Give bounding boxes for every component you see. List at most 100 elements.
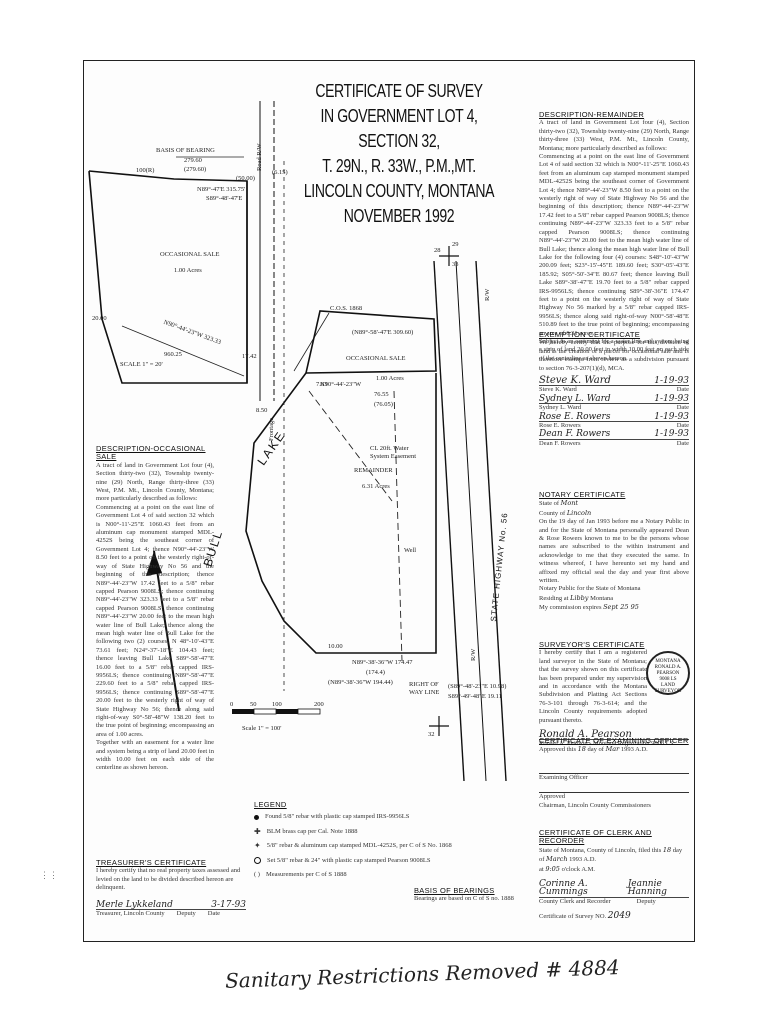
clerk-heading: CERTIFICATE OF CLERK AND RECORDER xyxy=(539,828,652,846)
dim-1000: 10.00 xyxy=(328,643,343,650)
basis-value: 279.60 xyxy=(184,157,202,164)
cos-label: C.O.S. 1868 xyxy=(330,305,363,312)
notary-expires-value: Sept 25 95 xyxy=(603,603,639,612)
examining-year: 1993 A.D. xyxy=(620,746,648,754)
clerk-day-of: day of xyxy=(539,846,683,864)
notary-residing-label: Residing at xyxy=(539,594,569,602)
scale-bar-200: 200 xyxy=(314,701,324,708)
clerk-month: March xyxy=(546,855,568,864)
examining-officer-label: Examining Officer xyxy=(539,773,588,781)
notary-state-label: State of xyxy=(539,500,560,508)
handwritten-note: Sanitary Restrictions Removed # 4884 xyxy=(225,955,620,993)
survey-drawing xyxy=(88,101,507,782)
scale-left: SCALE 1" = 20' xyxy=(120,361,163,368)
bearing-top-2: S89°-48'-47'E xyxy=(206,195,243,202)
date-label-1: Date xyxy=(676,386,689,394)
well-label: Well xyxy=(404,547,417,554)
cos-number: 2049 xyxy=(607,911,631,922)
examining-signature-line xyxy=(539,763,689,774)
handwritten-note-number: # 4884 xyxy=(545,955,620,982)
notary-line2: Notary Public for the State of Montana xyxy=(539,585,641,593)
examining-month: Mar xyxy=(605,745,620,754)
scale-bar-0: 0 xyxy=(230,701,234,708)
description-remainder-heading: DESCRIPTION-REMAINDER xyxy=(539,110,645,119)
right-of-way-label: RIGHT OF WAY LINE xyxy=(409,681,440,696)
bearing-bottom: N89°-38'-36"W 174.47 xyxy=(352,659,413,666)
notary-expires-label: My commission expires xyxy=(539,604,602,612)
description-occasional-p1: A tract of land in Government Lot four (… xyxy=(96,461,214,503)
clerk-signature-1: Corinne A. Cummings xyxy=(539,879,588,898)
examining-approved: Approved this xyxy=(539,746,577,754)
treasurer-certificate: TREASURER'S CERTIFICATE I hereby certify… xyxy=(96,858,246,918)
description-remainder-p1: A tract of land in Government Lot four (… xyxy=(539,119,689,152)
examining-officer-certificate: CERTIFICATE OF EXAMINING OFFICER Approve… xyxy=(539,736,689,810)
legend-item-1: Found 5/8" rebar with plastic cap stampe… xyxy=(265,813,410,821)
title-line-5: NOVEMBER 1992 xyxy=(343,206,455,226)
cl-easement: CL 20ft. Water System Easement xyxy=(370,445,417,460)
bearing-top: N89°-47'E 315.75' xyxy=(197,186,246,193)
exemption-certificate: EXEMPTION CERTIFICATE We hereby certify … xyxy=(539,330,689,448)
bearing-s89: (S89°-48'-23"E 10.98) xyxy=(448,683,507,690)
clerk-at: at xyxy=(539,865,544,873)
date-3: 1-19-93 xyxy=(654,411,689,422)
name-3: Rose E. Rowers xyxy=(539,422,581,430)
basis-of-bearings-text: Bearings are based on C of S no. 1888 xyxy=(414,895,514,903)
basis-value-paren: (279.60) xyxy=(184,166,207,173)
occasional-sale-2: OCCASIONAL SALE xyxy=(346,355,406,362)
date-label-3: Date xyxy=(676,422,689,430)
notary-county-value: Lincoln xyxy=(566,508,592,517)
scale-bar-50: 50 xyxy=(250,701,257,708)
examining-approved-2: Approved xyxy=(539,793,565,801)
clerk-day: 18 xyxy=(662,845,672,854)
clerk-year: 1993 A.D. xyxy=(569,856,597,864)
road-rw: Road R/W xyxy=(256,143,263,171)
title-line-1: CERTIFICATE OF SURVEY xyxy=(315,81,483,101)
treasurer-role-3: Date xyxy=(207,910,221,918)
exemption-text: We hereby certify that the purpose for t… xyxy=(539,339,689,372)
examining-day-of: day of xyxy=(587,746,604,754)
occasional-sale-label: OCCASIONAL SALE xyxy=(160,251,220,258)
basis-of-bearings-heading: BASIS OF BEARINGS xyxy=(414,886,495,895)
remainder-label: REMAINDER xyxy=(354,467,393,474)
bearing-cos: (N89°-58'-47'E 309.60) xyxy=(352,329,414,336)
document-title: CERTIFICATE OF SURVEY IN GOVERNMENT LOT … xyxy=(302,79,497,229)
legend-heading: LEGEND xyxy=(254,800,287,809)
cos-number-label: Certificate of Survey NO. xyxy=(539,913,607,921)
dim-2000: 20.00 xyxy=(92,315,107,322)
title-line-4: LINCOLN COUNTY, MONTANA xyxy=(303,181,495,201)
surveyor-certificate: SURVEYOR'S CERTIFICATE I hereby certify … xyxy=(539,640,689,749)
description-remainder-p2: Commencing at a point on the east line o… xyxy=(539,153,689,337)
handwritten-note-text: Sanitary Restrictions Removed xyxy=(224,957,540,993)
surveyor-signature: Ronald A. Pearson xyxy=(539,729,632,741)
surveyor-text: I hereby certify that I am a registered … xyxy=(539,649,647,724)
dim-50: (50.00) xyxy=(236,175,255,182)
legend-item-5: Measurements per C of S 1888 xyxy=(265,871,347,879)
basis-of-bearing-label: BASIS OF BEARING xyxy=(156,147,215,154)
acres-631: 6.31 Acres xyxy=(362,483,390,490)
treasurer-role-1: Treasurer, Lincoln County xyxy=(96,910,165,918)
description-remainder-p3: Subject to an easement for a water line … xyxy=(539,337,689,362)
aluminum-cap-icon: ✦ xyxy=(254,841,261,851)
description-occasional-heading: DESCRIPTION-OCCASIONAL SALE xyxy=(96,444,206,462)
bearing-s89b: S89°-49'-48"E 19.11 xyxy=(448,693,502,700)
notary-heading: NOTARY CERTIFICATE xyxy=(539,490,626,499)
clerk-role-2: Deputy xyxy=(636,897,656,905)
surveyor-name: Ronald A. Pearson - Montana Registration… xyxy=(539,739,689,748)
dim-960: 960.25 xyxy=(164,351,182,358)
rebar-found-icon xyxy=(254,815,259,821)
bearing-bottom-3: (N89°-38'-36"W 194.44) xyxy=(328,679,393,686)
clerk-signature-2: Jeannie Hanning xyxy=(627,879,667,898)
notary-certificate: NOTARY CERTIFICATE State of Mont County … xyxy=(539,490,689,613)
scale-bottom: Scale 1" = 100' xyxy=(242,725,282,732)
dim-7655: 76.55 xyxy=(374,391,389,398)
bearing-bottom-2: (174.4) xyxy=(366,669,385,676)
seal-name: RONALD A. PEARSON xyxy=(654,665,682,676)
seal-number: 9008 LS xyxy=(659,677,677,682)
bearing-lower: N90°-44'-23"W xyxy=(320,381,362,388)
legend-item-4: Set 5/8" rebar & 24" with plastic cap st… xyxy=(267,856,431,864)
legend: LEGEND Found 5/8" rebar with plastic cap… xyxy=(254,800,484,885)
examining-chair: Chairman, Lincoln County Commissioners xyxy=(539,801,651,809)
treasurer-heading: TREASURER'S CERTIFICATE xyxy=(96,858,207,867)
notary-residing-value: Libby xyxy=(570,593,589,602)
clerk-role-1: County Clerk and Recorder xyxy=(539,897,611,905)
